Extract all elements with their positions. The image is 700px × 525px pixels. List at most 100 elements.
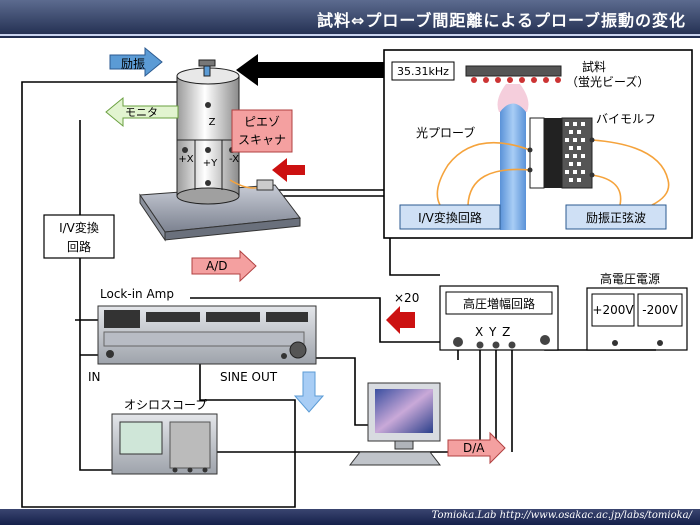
lockin-label: Lock-in Amp	[100, 287, 174, 301]
hv-amp-label-box	[445, 291, 553, 315]
bead	[507, 77, 513, 83]
lockin-display-2	[146, 312, 200, 322]
electrode-py	[205, 147, 211, 153]
curve-to-sine	[591, 139, 670, 206]
bead	[555, 77, 561, 83]
computer	[348, 382, 442, 466]
x20-red-arrow	[386, 306, 415, 334]
iv-label-line1: I/V変換	[59, 220, 99, 235]
pattern-dot	[573, 122, 577, 126]
wire-iv-scope	[79, 258, 118, 471]
iv-converter-box	[43, 214, 115, 259]
axis-mx-label: -X	[229, 154, 239, 165]
bimorph-left	[529, 117, 545, 189]
minus200-box	[637, 293, 683, 327]
da-arrow	[447, 431, 506, 465]
pattern-dot	[577, 178, 581, 182]
plus200-label: +200V	[592, 303, 634, 317]
page-title: 試料⇔プローブ間距離によるプローブ振動の変化	[316, 11, 686, 30]
hv-amp	[439, 285, 559, 351]
electrode-z	[205, 102, 211, 108]
pattern-dot	[565, 138, 569, 142]
bead	[483, 77, 489, 83]
oscilloscope	[111, 413, 218, 475]
piezo-red-arrow	[272, 158, 305, 182]
wire-sine-out-loop	[21, 81, 296, 508]
hv-supply-jack-1	[612, 340, 618, 346]
sine-down-arrow	[293, 371, 325, 413]
pattern-dot	[577, 146, 581, 150]
footer-text: Tomioka.Lab http://www.osakac.ac.jp/labs…	[431, 510, 692, 521]
bimorph-right	[561, 117, 593, 189]
piezo-bottom	[176, 187, 240, 205]
freq-label: 35.31kHz	[397, 64, 449, 78]
lockin-display-1	[104, 310, 140, 328]
piezo-label-line2: スキャナ	[237, 132, 286, 147]
pattern-dot	[569, 130, 573, 134]
hv-amp-z-jack	[508, 341, 516, 349]
pattern-dot	[573, 154, 577, 158]
scope-controls	[169, 421, 211, 469]
pattern-dot	[565, 170, 569, 174]
optical-probe-label: 光プローブ	[416, 126, 476, 140]
bimorph-pattern	[565, 122, 585, 182]
xyz-label: X Y Z	[475, 325, 511, 339]
hv-amp-label: 高圧増幅回路	[462, 296, 535, 311]
hv-amp-power-jack	[540, 335, 550, 345]
plus200-box	[591, 293, 635, 327]
pattern-dot	[577, 162, 581, 166]
lockin-display-4	[266, 312, 308, 322]
pattern-dot	[565, 154, 569, 158]
monitor-label: モニタ	[125, 106, 158, 119]
wire-lockin-pc	[300, 357, 372, 426]
bimorph-terminal-1	[527, 147, 533, 153]
iv-label-line2: 回路	[66, 239, 91, 254]
lockin-amp	[97, 305, 317, 365]
pattern-dot	[569, 162, 573, 166]
title-bar: 試料⇔プローブ間距離によるプローブ振動の変化	[0, 0, 700, 38]
scope-jack-3	[202, 467, 208, 473]
fluorescent-beads	[471, 77, 561, 83]
probe-mount	[203, 65, 211, 77]
bimorph-terminal-3	[589, 137, 595, 143]
freq-box	[391, 61, 455, 81]
sample-label-line2: （蛍光ビーズ）	[566, 75, 650, 89]
inset-black-arrow	[236, 54, 385, 86]
lockin-in-label: IN	[88, 370, 101, 384]
wire-x	[440, 350, 481, 453]
monitor-arrow	[105, 96, 179, 128]
da-label: D/A	[463, 441, 485, 455]
axis-py-label: +Y	[203, 158, 218, 169]
pattern-dot	[581, 138, 585, 142]
monitor-screen	[375, 389, 433, 433]
inset-sine-label: 励振正弦波	[585, 210, 646, 225]
pattern-dot	[569, 146, 573, 150]
pattern-dot	[581, 170, 585, 174]
pattern-dot	[573, 170, 577, 174]
inset-sine-box	[565, 204, 667, 230]
ad-label: A/D	[206, 259, 228, 273]
optical-probe	[500, 103, 526, 230]
bead	[519, 77, 525, 83]
bead	[495, 77, 501, 83]
hv-amp-y-jack	[492, 341, 500, 349]
bead	[531, 77, 537, 83]
x20-label: ×20	[394, 291, 420, 305]
sample-holder	[198, 59, 216, 67]
piezo-label-box	[231, 109, 293, 153]
bead	[543, 77, 549, 83]
bimorph-mid	[544, 118, 562, 188]
sample-label-line1: 試料	[582, 60, 607, 74]
electrode-px	[182, 147, 188, 153]
curve-to-iv-2	[467, 168, 531, 206]
bimorph-terminal-4	[589, 172, 595, 178]
connector-block	[256, 179, 274, 191]
scope-jack-1	[172, 467, 178, 473]
footer-bar: Tomioka.Lab http://www.osakac.ac.jp/labs…	[0, 509, 700, 525]
curve-to-sine-2	[591, 174, 622, 206]
hv-supply-jack-2	[657, 340, 663, 346]
pattern-dot	[569, 178, 573, 182]
lockin-panel	[103, 331, 305, 347]
